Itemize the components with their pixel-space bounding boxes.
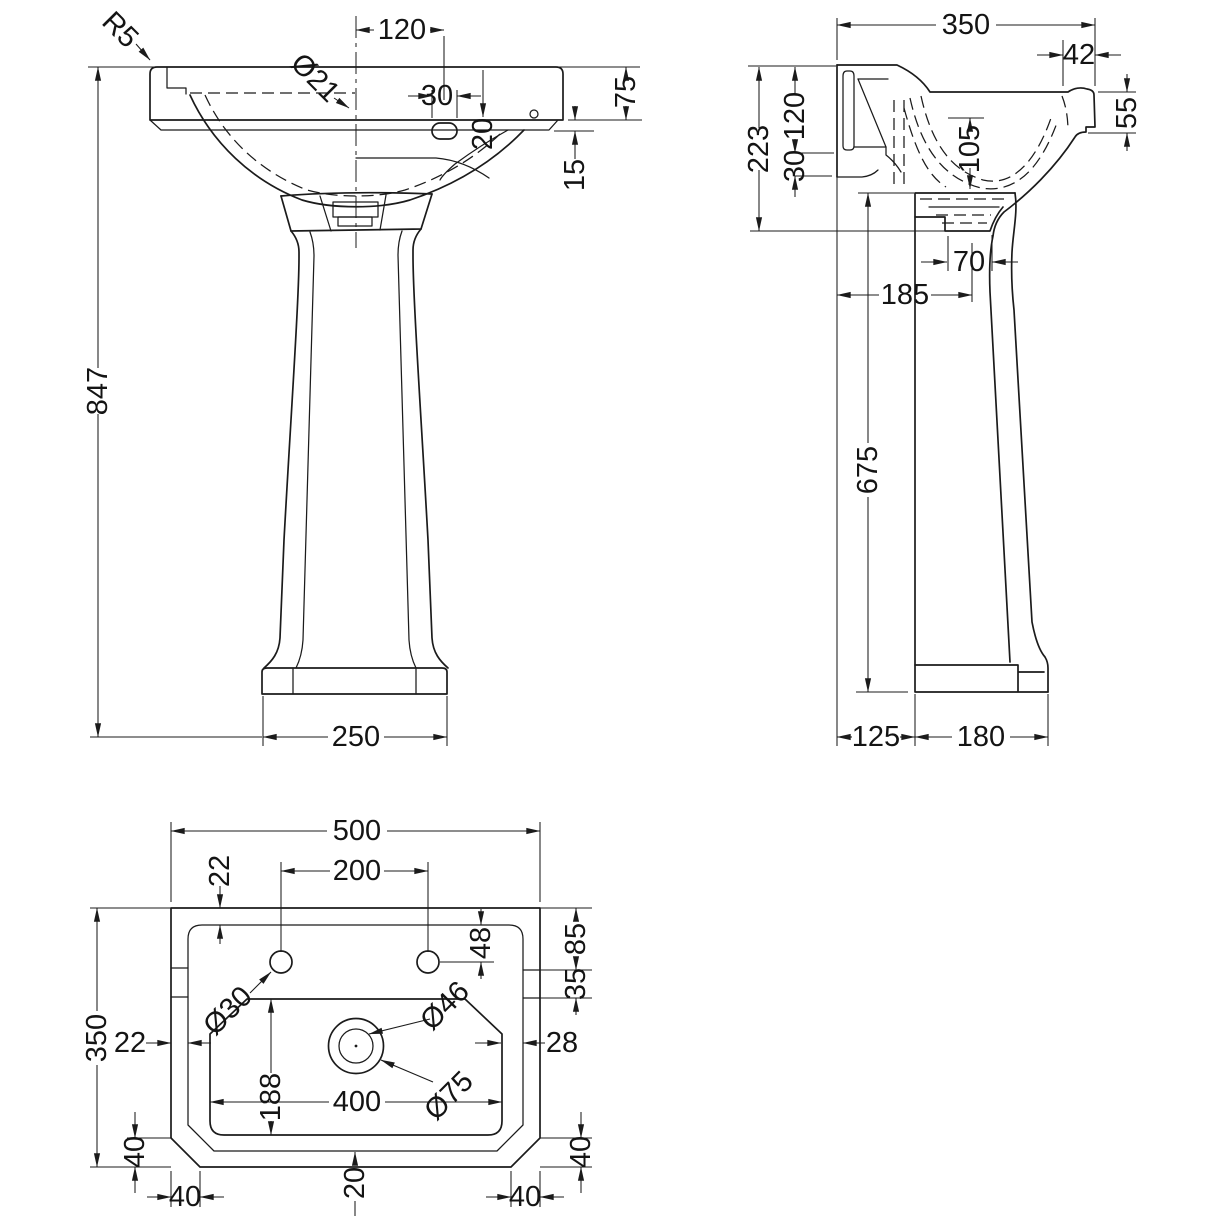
dim-side-bowl-depth: 105: [954, 125, 986, 173]
dim-plan-chamfer-left-v: 40: [119, 1136, 151, 1168]
side-view: 350 42 55 223 120 30 105 70 185 675 125 …: [743, 9, 1143, 753]
dim-plan-front-rim: 20: [339, 1167, 371, 1199]
dim-side-outlet-width: 70: [953, 246, 985, 278]
dim-plan-chamfer-right-v: 40: [565, 1136, 597, 1168]
front-object-lines: [88, 16, 640, 695]
dim-plan-right-rim: 28: [546, 1027, 578, 1059]
dim-plan-chamfer-right-h: 40: [509, 1181, 541, 1213]
front-view: R5 Ø21 120 30 20 75 15 847 250: [82, 6, 642, 753]
front-dimension-lines: [90, 26, 642, 746]
dim-front-slot-depth: 20: [467, 118, 499, 150]
plan-dimension-labels: 500 22 200 48 85 35 Ø30 Ø46 Ø75 22 28 18…: [81, 815, 597, 1213]
dim-side-fixing-30: 30: [779, 150, 811, 182]
dim-side-wall-gap: 125: [852, 721, 900, 753]
dim-plan-waste-inner-dia: Ø46: [414, 975, 475, 1036]
dim-side-base-depth: 180: [957, 721, 1005, 753]
dim-front-rim-height: 75: [610, 76, 642, 108]
plan-view: 500 22 200 48 85 35 Ø30 Ø46 Ø75 22 28 18…: [81, 815, 597, 1216]
front-dimension-labels: R5 Ø21 120 30 20 75 15 847 250: [82, 6, 642, 753]
dim-plan-left-rim: 22: [114, 1027, 146, 1059]
side-dimension-labels: 350 42 55 223 120 30 105 70 185 675 125 …: [743, 9, 1143, 753]
dim-plan-edge-85: 85: [560, 923, 592, 955]
dim-plan-tap-setback: 48: [465, 927, 497, 959]
dim-plan-overall-depth: 350: [81, 1014, 113, 1062]
dim-side-outlet-distance: 185: [881, 279, 929, 311]
dim-plan-bowl-width: 400: [333, 1086, 381, 1118]
dim-plan-tap-dia: Ø30: [197, 980, 258, 1041]
dim-plan-rim-top: 22: [204, 855, 236, 887]
dim-side-back-depth: 223: [743, 125, 775, 173]
dim-side-pedestal-height: 675: [852, 446, 884, 494]
dim-plan-edge-35: 35: [560, 968, 592, 1000]
side-dimension-lines: [748, 18, 1136, 746]
dim-front-slot-offset: 120: [378, 14, 426, 46]
plan-dimension-lines: [90, 822, 592, 1216]
dim-front-slot-width: 30: [421, 80, 453, 112]
dim-front-lip-height: 15: [559, 159, 591, 191]
dim-front-base-width: 250: [332, 721, 380, 753]
dim-front-corner-radius: R5: [96, 6, 145, 55]
dim-front-total-height: 847: [82, 367, 114, 415]
side-object-lines: [836, 64, 1096, 693]
dim-side-fixing-120: 120: [779, 92, 811, 140]
dim-plan-tap-centres: 200: [333, 855, 381, 887]
dim-plan-waste-outer-dia: Ø75: [418, 1065, 479, 1126]
dim-plan-overall-width: 500: [333, 815, 381, 847]
dim-side-overall-depth: 350: [942, 9, 990, 41]
dim-plan-bowl-depth: 188: [255, 1073, 287, 1121]
dim-side-front-rim: 42: [1063, 39, 1095, 71]
dim-side-rim-side-height: 55: [1111, 97, 1143, 129]
dim-plan-chamfer-left-h: 40: [169, 1181, 201, 1213]
